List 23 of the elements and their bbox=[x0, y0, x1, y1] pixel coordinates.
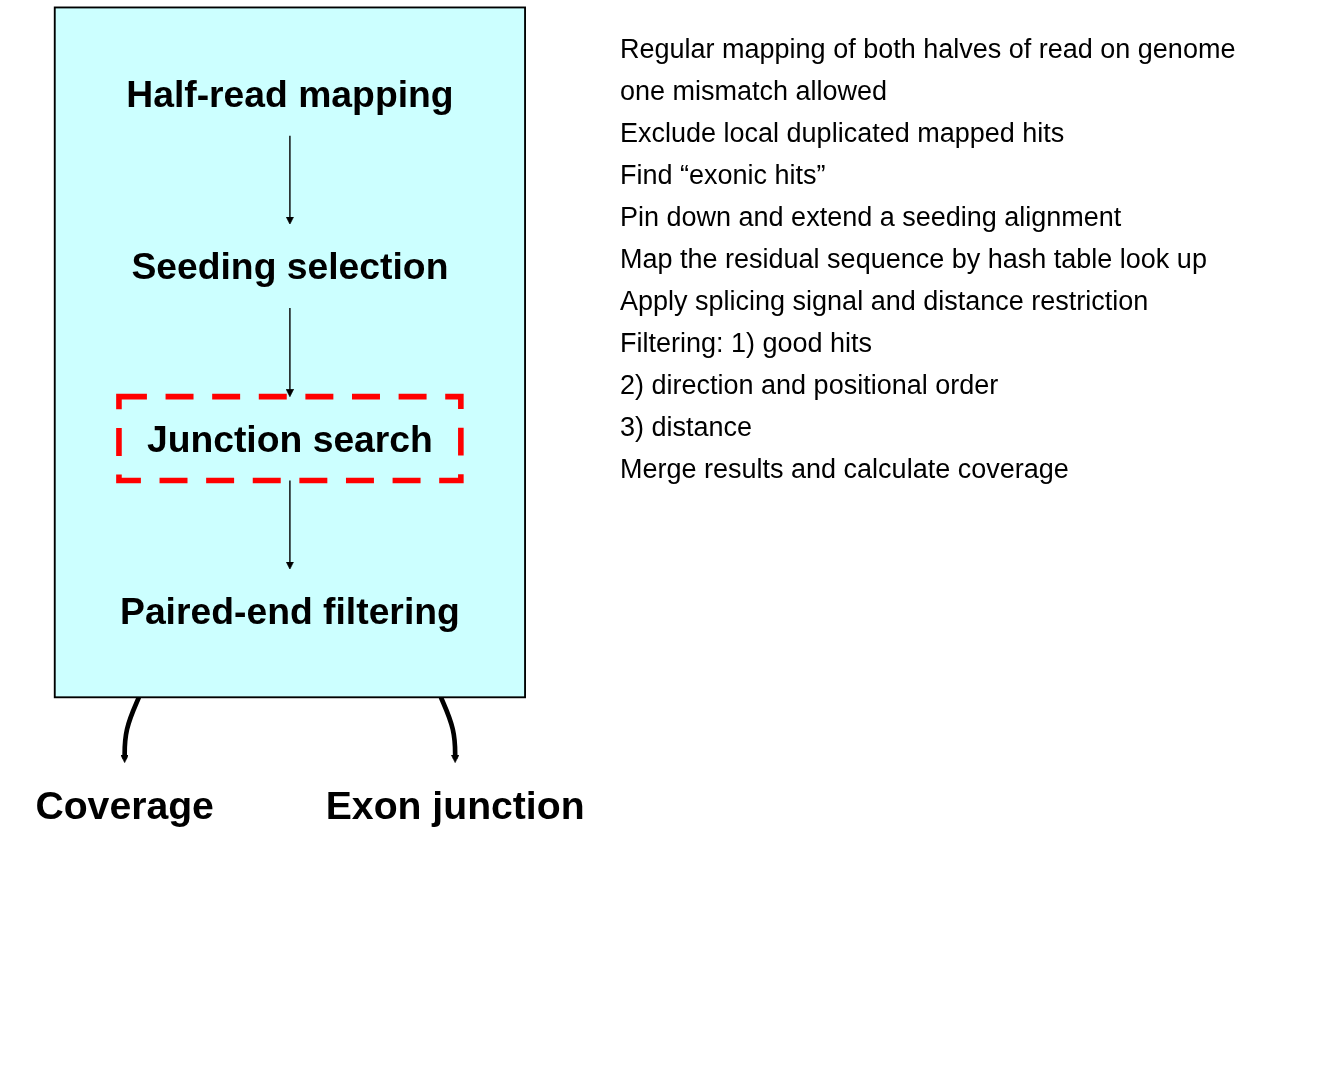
arrow bbox=[285, 134, 294, 225]
note-text: Regular mapping of both halves of read on genome bbox=[620, 33, 1236, 66]
note-text: Apply splicing signal and distance restriction bbox=[620, 285, 1150, 318]
cluster bbox=[53, 6, 526, 699]
node-text: Coverage bbox=[35, 783, 214, 828]
arrow bbox=[285, 479, 294, 570]
arrow bbox=[120, 696, 142, 763]
note-text: 2) direction and positional order bbox=[620, 369, 1000, 402]
node-box: Junction search bbox=[116, 393, 464, 484]
note-text: Merge results and calculate coverage bbox=[620, 453, 1070, 486]
note-text: Filtering: 1) good hits bbox=[620, 327, 874, 360]
arrow bbox=[438, 696, 460, 763]
arrow bbox=[285, 307, 294, 398]
node-text: Paired-end filtering bbox=[120, 590, 460, 632]
node-text: Seeding selection bbox=[131, 245, 449, 287]
note-text: Map the residual sequence by hash table look up bbox=[620, 243, 1208, 276]
node-text: Exon junction bbox=[325, 783, 585, 828]
note-text: 3) distance bbox=[620, 411, 754, 444]
note-text: Find “exonic hits” bbox=[620, 159, 827, 192]
node-text: Half-read mapping bbox=[126, 73, 454, 115]
note-text: Pin down and extend a seeding alignment bbox=[620, 201, 1123, 234]
note-text: Exclude local duplicated mapped hits bbox=[620, 117, 1066, 150]
note-text: one mismatch allowed bbox=[620, 75, 889, 108]
